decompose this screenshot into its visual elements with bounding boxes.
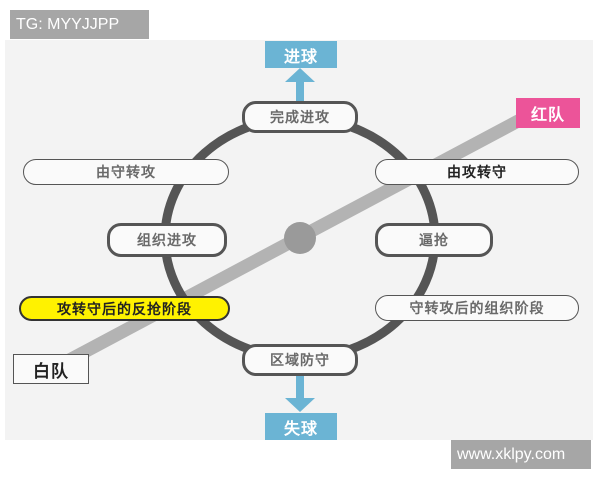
watermark-tg: TG: MYYJJPP	[10, 10, 149, 39]
goal-scored-box: 进球	[265, 41, 337, 68]
node-complete-attack: 完成进攻	[242, 101, 358, 133]
goal-conceded-box: 失球	[265, 413, 337, 440]
white-team-box: 白队	[13, 354, 89, 384]
node-pressing: 逼抢	[375, 223, 493, 257]
watermark-url: www.xklpy.com	[451, 440, 591, 469]
arrow-up-icon	[285, 68, 315, 82]
node-organize-attack: 组织进攻	[107, 223, 227, 257]
center-dot	[284, 222, 316, 254]
transition-defense-to-attack: 由守转攻	[23, 159, 229, 185]
counter-press-phase-highlight: 攻转守后的反抢阶段	[19, 296, 230, 321]
node-zone-defense: 区域防守	[242, 344, 358, 376]
arrow-down-icon	[285, 398, 315, 412]
transition-attack-to-defense: 由攻转守	[375, 159, 579, 185]
red-team-box: 红队	[516, 98, 580, 128]
organized-phase-after-turnover: 守转攻后的组织阶段	[375, 295, 579, 321]
